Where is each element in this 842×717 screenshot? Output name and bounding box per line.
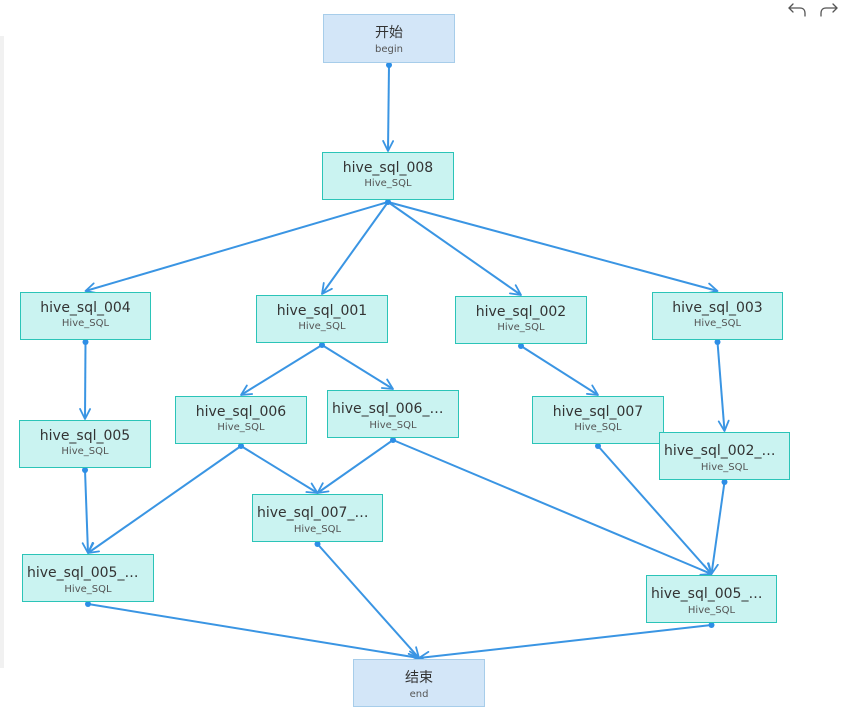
output-port-n003[interactable]: [714, 339, 721, 345]
edge-n007c-to-end[interactable]: [316, 543, 420, 659]
node-title: hive_sql_007: [552, 404, 644, 420]
node-hive-sql-002-copy[interactable]: hive_sql_002_复... Hive_SQL: [659, 432, 790, 480]
node-hive-sql-008[interactable]: hive_sql_008 Hive_SQL: [322, 152, 454, 200]
node-title: hive_sql_004: [40, 300, 131, 316]
node-title: hive_sql_005_复...: [27, 565, 152, 581]
node-hive-sql-003[interactable]: hive_sql_003 Hive_SQL: [652, 292, 783, 340]
edge-n006c-to-n005cR[interactable]: [392, 439, 713, 576]
edge-n001-to-n006[interactable]: [240, 344, 323, 396]
node-hive-sql-005-copy-left[interactable]: hive_sql_005_复... Hive_SQL: [22, 554, 154, 602]
node-hive-sql-006-copy[interactable]: hive_sql_006_复... Hive_SQL: [327, 390, 459, 438]
node-subtitle: Hive_SQL: [293, 524, 342, 535]
output-port-n005cL[interactable]: [85, 601, 91, 607]
node-subtitle: Hive_SQL: [497, 322, 545, 333]
edge-n002-to-n007[interactable]: [520, 345, 599, 396]
node-hive-sql-007[interactable]: hive_sql_007 Hive_SQL: [532, 396, 664, 444]
node-title: hive_sql_001: [276, 303, 368, 319]
node-begin[interactable]: 开始 begin: [323, 14, 455, 63]
node-end[interactable]: 结束 end: [353, 659, 485, 707]
node-subtitle: Hive_SQL: [693, 318, 742, 329]
node-subtitle: Hive_SQL: [298, 321, 346, 332]
output-port-n002c[interactable]: [721, 479, 728, 485]
output-port-n005cR[interactable]: [708, 622, 715, 628]
output-port-n002[interactable]: [518, 343, 524, 349]
edge-n005cR-to-end[interactable]: [418, 624, 712, 663]
edge-n004-to-n005[interactable]: [79, 341, 91, 420]
left-panel-edge: [0, 36, 4, 668]
output-port-n004[interactable]: [82, 339, 89, 345]
output-port-n005[interactable]: [82, 467, 88, 473]
output-port-n007[interactable]: [595, 443, 601, 449]
node-subtitle: begin: [375, 44, 403, 55]
node-subtitle: Hive_SQL: [574, 422, 622, 433]
undo-button[interactable]: [786, 0, 808, 20]
node-title: hive_sql_005_复...: [651, 586, 776, 602]
redo-button[interactable]: [818, 0, 840, 20]
node-title: hive_sql_002: [475, 304, 567, 320]
edge-n007-to-n005cR[interactable]: [597, 445, 713, 575]
edge-n006-to-n005cL[interactable]: [87, 445, 242, 554]
node-title: hive_sql_007_复...: [257, 505, 382, 521]
output-port-n007c[interactable]: [314, 541, 321, 547]
edge-n003-to-n002c[interactable]: [716, 341, 730, 432]
node-hive-sql-007-copy[interactable]: hive_sql_007_复... Hive_SQL: [252, 494, 383, 542]
node-subtitle: Hive_SQL: [700, 462, 749, 473]
edge-n005cL-to-end[interactable]: [87, 603, 420, 663]
edge-n005-to-n005cL[interactable]: [81, 469, 94, 554]
canvas-toolbar: [782, 0, 842, 22]
output-port-begin[interactable]: [386, 62, 392, 68]
node-subtitle: Hive_SQL: [687, 605, 736, 616]
edge-n008-to-n001[interactable]: [321, 201, 389, 295]
edge-n008-to-n003[interactable]: [387, 201, 719, 295]
edge-n006c-to-n007c[interactable]: [316, 439, 394, 494]
node-subtitle: Hive_SQL: [61, 446, 109, 457]
node-title: hive_sql_008: [342, 160, 434, 176]
node-hive-sql-004[interactable]: hive_sql_004 Hive_SQL: [20, 292, 151, 340]
node-subtitle: Hive_SQL: [369, 420, 417, 431]
redo-icon: [820, 3, 838, 17]
edge-n001-to-n006c[interactable]: [321, 344, 394, 390]
node-title: hive_sql_005: [39, 428, 131, 444]
edge-begin-to-n008[interactable]: [382, 64, 395, 152]
edge-n008-to-n002[interactable]: [387, 201, 522, 296]
node-hive-sql-002[interactable]: hive_sql_002 Hive_SQL: [455, 296, 587, 344]
node-title: hive_sql_006: [195, 404, 287, 420]
node-hive-sql-005[interactable]: hive_sql_005 Hive_SQL: [19, 420, 151, 468]
node-title: hive_sql_006_复...: [332, 401, 457, 417]
node-title: 结束: [405, 670, 433, 686]
node-title: hive_sql_002_复...: [664, 443, 789, 459]
node-hive-sql-005-copy-right[interactable]: hive_sql_005_复... Hive_SQL: [646, 575, 777, 623]
node-subtitle: Hive_SQL: [217, 422, 265, 433]
output-port-n008[interactable]: [385, 199, 391, 205]
node-subtitle: Hive_SQL: [64, 584, 112, 595]
node-hive-sql-001[interactable]: hive_sql_001 Hive_SQL: [256, 295, 388, 343]
edge-n002c-to-n005cR[interactable]: [707, 481, 726, 575]
edge-n006-to-n007c[interactable]: [240, 445, 319, 494]
node-subtitle: end: [409, 689, 429, 700]
node-hive-sql-006[interactable]: hive_sql_006 Hive_SQL: [175, 396, 307, 444]
node-title: hive_sql_003: [672, 300, 763, 316]
node-title: 开始: [375, 25, 403, 41]
output-port-n006[interactable]: [238, 443, 244, 449]
node-subtitle: Hive_SQL: [364, 178, 412, 189]
undo-icon: [788, 3, 806, 17]
output-port-n001[interactable]: [319, 342, 325, 348]
edge-group: [79, 62, 730, 663]
edge-n008-to-n004[interactable]: [84, 201, 389, 294]
output-port-n006c[interactable]: [390, 437, 396, 443]
node-subtitle: Hive_SQL: [61, 318, 110, 329]
